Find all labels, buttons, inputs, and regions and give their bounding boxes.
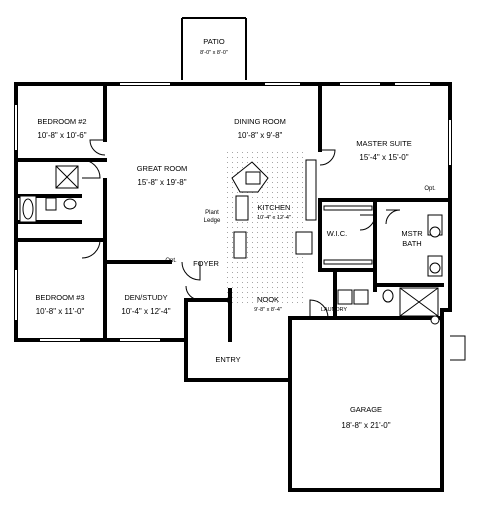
dining-label: DINING ROOM	[234, 117, 286, 126]
patio	[181, 17, 247, 80]
great-room-label: GREAT ROOM	[137, 164, 188, 173]
mstr-bath-label-1: MSTR	[401, 229, 423, 238]
interior-walls	[14, 82, 452, 342]
opt-foyer-label: Opt.	[165, 258, 177, 264]
opt-master-label: Opt.	[424, 186, 436, 192]
foyer-label: FOYER	[193, 259, 219, 268]
laundry-appliances	[337, 254, 376, 305]
door-swings	[81, 139, 466, 361]
den-size: 10'-4" x 12'-4"	[121, 307, 170, 316]
kitchen-cabinets	[231, 159, 317, 259]
mstr-bath-label-2: BATH	[402, 239, 421, 248]
plant-ledge-label-2: Ledge	[204, 218, 221, 224]
plant-ledge-label-1: Plant	[205, 210, 219, 216]
dining-size: 10'-8" x 9'-8"	[238, 131, 283, 140]
master-size: 15'-4" x 15'-0"	[359, 153, 408, 162]
nook-label: NOOK	[257, 295, 279, 304]
den-label: DEN/STUDY	[124, 293, 167, 302]
garage-size: 18'-8" x 21'-0"	[341, 421, 390, 430]
garage-label: GARAGE	[350, 405, 382, 414]
kitchen-floor	[226, 148, 306, 304]
bath-fixtures	[19, 165, 443, 325]
bedroom2-size: 10'-8" x 10'-6"	[37, 131, 86, 140]
windows	[15, 83, 451, 341]
wic-label: W.I.C.	[327, 229, 347, 238]
bedroom3-label: BEDROOM #3	[35, 293, 84, 302]
entry-label: ENTRY	[215, 355, 240, 364]
bedroom3-size: 10'-8" x 11'-0"	[36, 307, 85, 316]
patio-size: 8'-0" x 8'-0"	[200, 50, 228, 56]
laundry-label: LAUNDRY	[321, 307, 348, 313]
great-room-size: 15'-8" x 19'-8"	[137, 178, 186, 187]
patio-label: PATIO	[203, 37, 225, 46]
master-label: MASTER SUITE	[356, 139, 411, 148]
wic-shelving	[323, 205, 373, 265]
kitchen-size: 10'-4" x 12'-4"	[257, 215, 291, 221]
nook-size: 9'-8" x 8'-4"	[254, 307, 282, 313]
kitchen-label: KITCHEN	[258, 203, 291, 212]
bedroom2-label: BEDROOM #2	[37, 117, 86, 126]
